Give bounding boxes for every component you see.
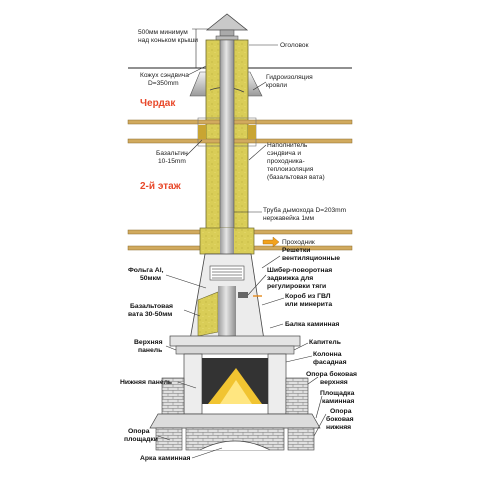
svg-text:Короб из ГВЛ: Короб из ГВЛ: [285, 292, 331, 300]
svg-text:панель: панель: [138, 347, 162, 354]
svg-text:Капитель: Капитель: [309, 339, 341, 346]
svg-text:кровли: кровли: [266, 82, 287, 89]
label-bazvata: Базальтовая вата 30-50мм: [128, 303, 201, 318]
label-verh-panel: Верхняя панель: [134, 339, 177, 354]
passthrough: [199, 227, 280, 255]
svg-text:Базальтин: Базальтин: [156, 150, 188, 157]
svg-text:Кожух сэндвича: Кожух сэндвича: [140, 72, 189, 79]
svg-text:нержавейка 1мм: нержавейка 1мм: [263, 214, 315, 222]
label-reshetki: Решетки вентиляционные: [261, 247, 340, 269]
label-kozhuh: Кожух сэндвича D=350mm: [140, 65, 207, 87]
svg-text:проходника-: проходника-: [267, 158, 305, 165]
label-ogolovok: Оголовок: [249, 42, 309, 49]
label-napoln: Наполнитель сэндвича и проходника- тепло…: [248, 142, 325, 181]
chimney-cap: [205, 13, 249, 41]
label-folga: Фольга Al, 50мкм: [128, 267, 207, 289]
hood-box: [189, 253, 265, 341]
svg-text:Колонна: Колонна: [313, 351, 342, 358]
svg-text:вата 30-50мм: вата 30-50мм: [128, 311, 172, 318]
label-balka: Балка каминная: [269, 321, 339, 329]
svg-text:нижняя: нижняя: [326, 424, 351, 431]
svg-text:теплоизоляция: теплоизоляция: [267, 166, 314, 173]
label-kapitel: Капитель: [293, 339, 341, 351]
label-kolonna: Колонна фасадная: [285, 351, 347, 366]
svg-text:10-15mm: 10-15mm: [158, 158, 186, 165]
svg-text:Площадка: Площадка: [320, 390, 355, 397]
fireplace-portal: [149, 335, 321, 451]
svg-text:Базальтовая: Базальтовая: [130, 303, 173, 310]
svg-text:сэндвича и: сэндвича и: [267, 150, 301, 157]
svg-text:Решетки: Решетки: [282, 247, 310, 254]
label-opora-nizh: Опора боковая нижняя: [313, 408, 354, 437]
label-gidro: Гидроизоляция кровли: [252, 74, 313, 91]
label-opora-pl: Опора площадки: [124, 428, 171, 443]
svg-text:Труба дымохода D=203mm: Труба дымохода D=203mm: [263, 206, 347, 214]
svg-text:площадки: площадки: [124, 436, 158, 443]
roof-height-note: 500мм минимум над коньком крыши: [138, 28, 212, 69]
svg-text:Опора: Опора: [128, 428, 150, 435]
svg-text:Шибер-поворотная: Шибер-поворотная: [267, 266, 332, 274]
svg-text:Оголовок: Оголовок: [280, 42, 309, 49]
svg-text:Опора боковая: Опора боковая: [306, 370, 357, 378]
svg-text:фасадная: фасадная: [313, 359, 347, 366]
svg-text:вентиляционные: вентиляционные: [282, 255, 340, 262]
svg-text:Гидроизоляция: Гидроизоляция: [266, 74, 313, 81]
label-nizh-panel: Нижняя панель: [120, 379, 197, 389]
roof-note-line1: 500мм минимум: [138, 29, 188, 36]
label-shiber: Шибер-поворотная задвижка для регулировк…: [247, 266, 332, 296]
roof-note-line2: над коньком крыши: [138, 37, 198, 44]
svg-text:каминная: каминная: [322, 398, 354, 405]
label-opora-verh: Опора боковая верхняя: [306, 370, 357, 386]
svg-text:верхняя: верхняя: [320, 379, 348, 386]
svg-text:Опора: Опора: [330, 408, 352, 415]
room-attic: Чердак: [140, 98, 176, 109]
svg-text:(базальтовая вата): (базальтовая вата): [267, 173, 325, 181]
svg-text:боковая: боковая: [326, 415, 354, 423]
label-arka: Арка каминная: [140, 447, 223, 462]
svg-text:Проходник: Проходник: [282, 239, 315, 246]
svg-text:Верхняя: Верхняя: [134, 339, 163, 346]
label-bazaltin: Базальтин 10-15mm: [156, 139, 203, 165]
label-prohodnik: Проходник: [282, 239, 315, 246]
svg-text:Наполнитель: Наполнитель: [267, 142, 308, 149]
label-truba: Труба дымохода D=203mm нержавейка 1мм: [234, 206, 347, 222]
label-korob: Короб из ГВЛ или минерита: [261, 292, 332, 308]
svg-text:Нижняя панель: Нижняя панель: [120, 379, 172, 386]
label-ploshadka: Площадка каминная: [315, 390, 355, 419]
room-floor2: 2-й этаж: [140, 181, 182, 192]
svg-text:50мкм: 50мкм: [140, 275, 161, 282]
svg-text:D=350mm: D=350mm: [148, 80, 179, 87]
svg-text:или минерита: или минерита: [285, 301, 332, 308]
svg-text:задвижка для: задвижка для: [267, 275, 313, 282]
svg-text:Фольга Al,: Фольга Al,: [128, 267, 164, 274]
svg-text:Арка каминная: Арка каминная: [140, 455, 191, 462]
svg-text:регулировки тяги: регулировки тяги: [267, 283, 326, 290]
svg-text:Балка каминная: Балка каминная: [285, 321, 339, 328]
